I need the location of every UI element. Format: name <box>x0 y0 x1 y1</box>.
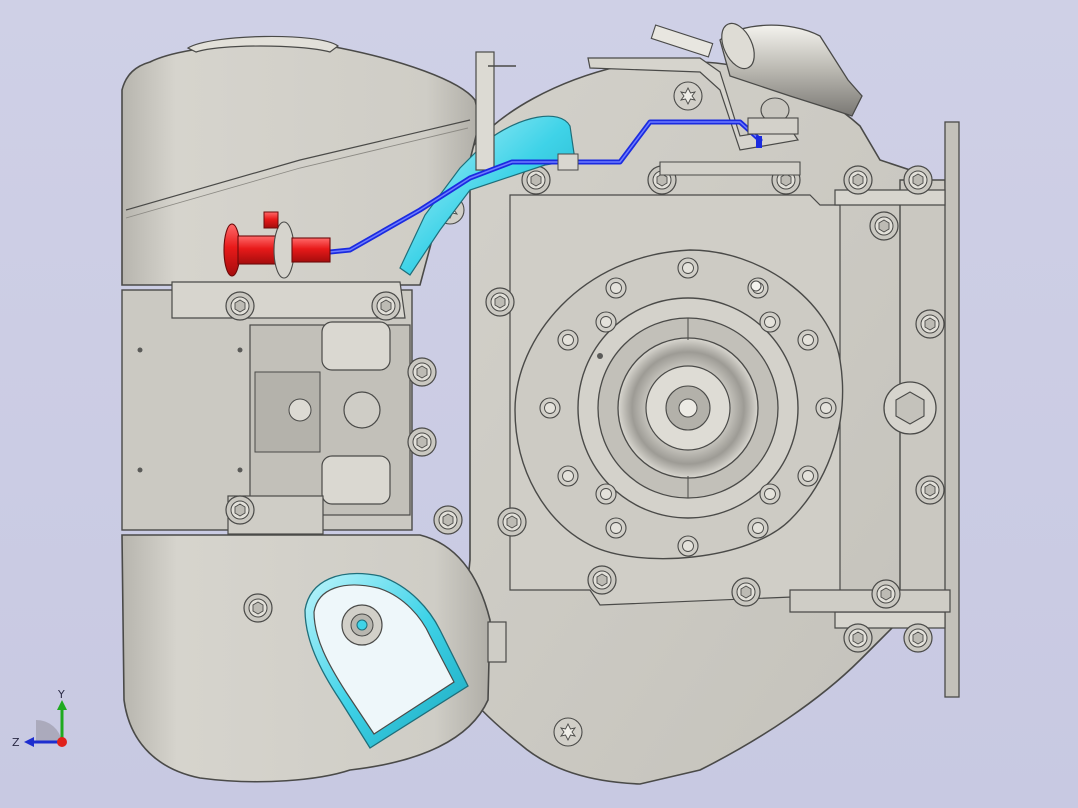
air-guide-cyan <box>399 115 576 276</box>
torx-screw-icon <box>673 81 703 111</box>
z-axis-label: Z <box>12 736 20 749</box>
y-axis-label: Y <box>57 688 65 701</box>
motor-icon <box>650 22 863 148</box>
axis-triad-icon: Y Z <box>12 688 67 749</box>
fuel-tank-cap <box>186 35 339 53</box>
lower-tube <box>789 589 951 613</box>
crankshaft-end <box>678 398 698 418</box>
throttle-rod <box>475 51 495 171</box>
x-axis-dot <box>57 737 67 747</box>
knob-icon[interactable] <box>223 211 331 279</box>
fuel-tank-seam <box>125 119 471 211</box>
governor-bracket <box>587 57 800 151</box>
starter-nut <box>356 619 368 631</box>
right-bracket-rail <box>944 121 960 698</box>
intake-bracket <box>171 281 406 319</box>
